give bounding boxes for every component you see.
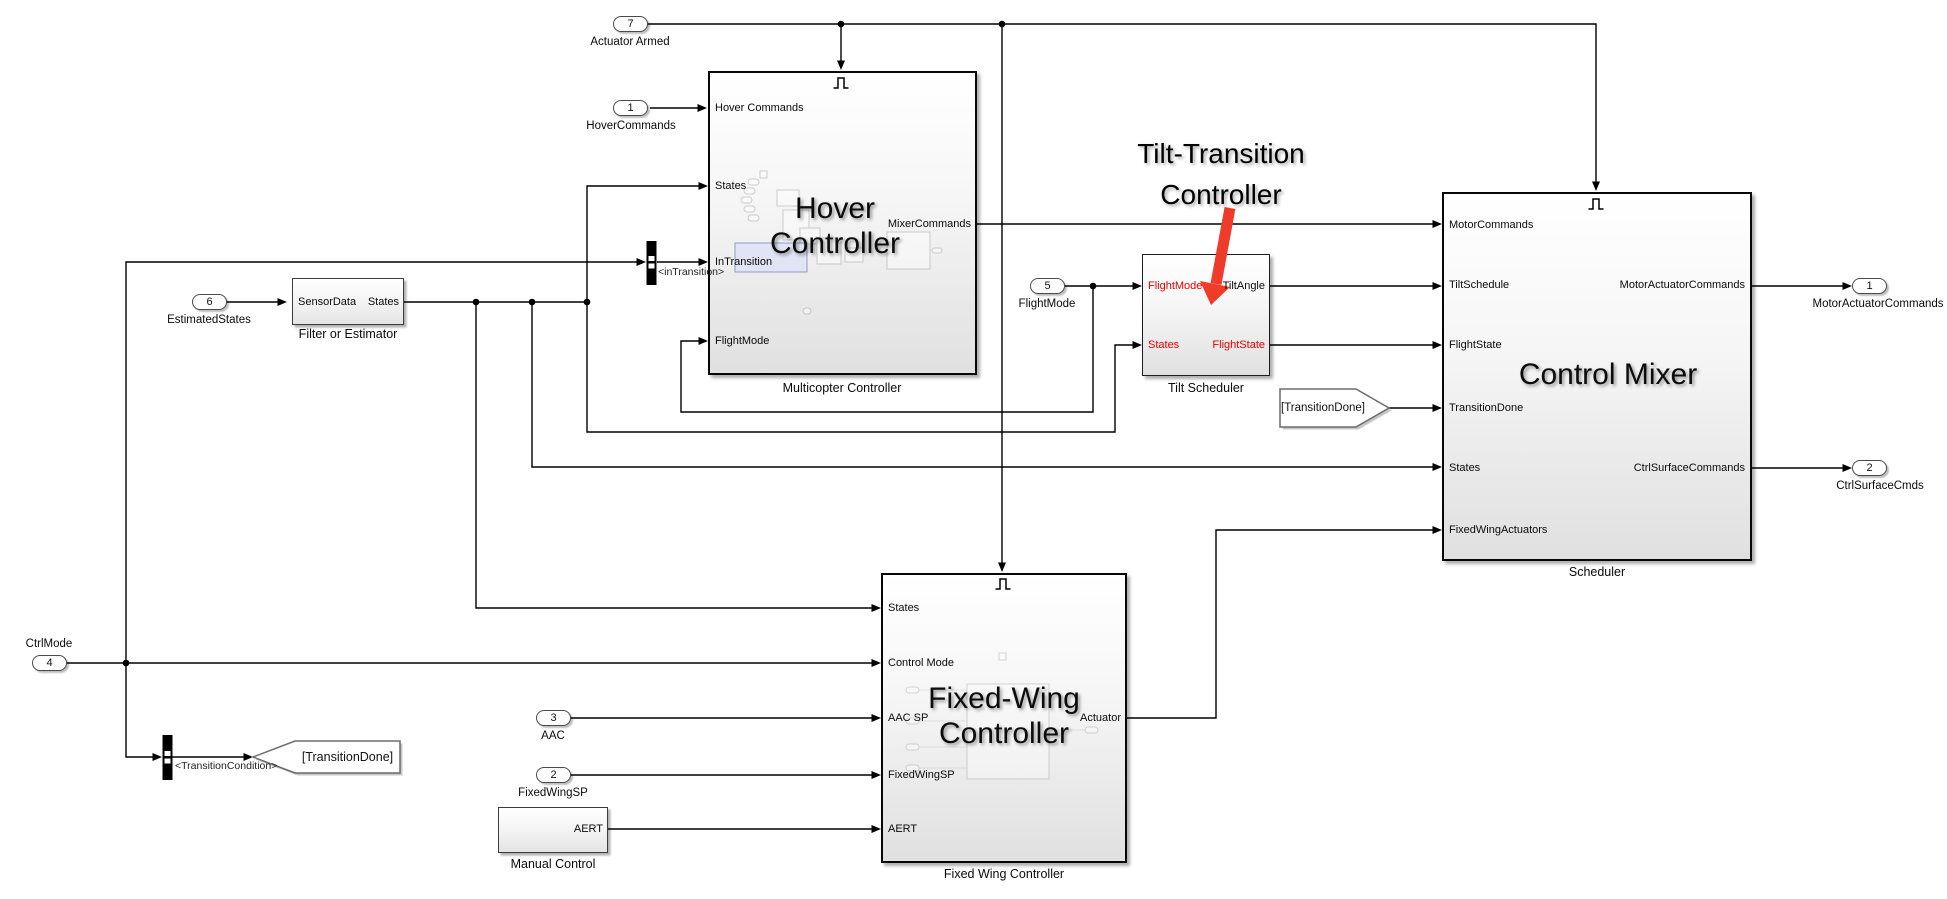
filter-or-estimator-block[interactable] [292,278,404,325]
signal-line [475,302,873,609]
tilt-port-tilt-angle: TiltAngle [1222,280,1265,292]
goto-tag-transition-done[interactable] [250,740,403,776]
signal-line [1127,529,1434,719]
tilt-block-name: Tilt Scheduler [1168,381,1244,395]
inport-1-label: HoverCommands [586,120,676,132]
signal-line [586,185,700,302]
inport-7-label: Actuator Armed [590,36,670,48]
fixed-wing-port-aert: AERT [888,823,918,835]
outport-2-number: 2 [1866,462,1873,474]
multicopter-port-hover-commands: Hover Commands [715,102,804,114]
multicopter-port-mixer-commands: MixerCommands [887,218,971,230]
inport-6-estimated-states[interactable]: 6 [192,294,227,310]
fixed-wing-big-line1: Fixed-Wing [928,682,1080,715]
mixer-block-name: Scheduler [1568,565,1626,579]
bus-selector-in-transition-icon[interactable] [646,241,657,285]
multicopter-big-line1: Hover [794,192,876,225]
inport-6-number: 6 [206,296,213,308]
inport-1-hover-commands[interactable]: 1 [613,100,648,116]
inport-4-number: 4 [46,657,53,669]
mixer-port-tilt-schedule: TiltSchedule [1449,279,1510,291]
inport-3-label: AAC [541,730,565,742]
bus-selector-transition-condition-icon[interactable] [162,735,173,780]
multicopter-big-line2: Controller [769,227,901,260]
inport-5-flight-mode[interactable]: 5 [1030,278,1065,294]
tilt-port-flight-state: FlightState [1212,339,1265,351]
inport-5-number: 5 [1044,280,1051,292]
filter-port-states: States [367,296,399,308]
mixer-big-label: Control Mixer [1518,358,1698,391]
inport-2-fixed-wing-sp[interactable]: 2 [536,767,571,783]
bus-selector-transition-condition-label: <TransitionCondition> [175,760,278,772]
mixer-port-fixed-wing-actuators: FixedWingActuators [1449,524,1548,536]
outport-2-label: CtrlSurfaceCmds [1836,480,1924,492]
signal-line [125,261,638,663]
inport-1-number: 1 [627,102,634,114]
signal-lines[interactable] [67,23,1844,830]
signal-line [531,302,1434,468]
tilt-scheduler-block[interactable] [1142,254,1270,376]
filter-block-name: Filter or Estimator [298,327,398,341]
inport-3-aac[interactable]: 3 [536,710,571,726]
signal-line [680,286,1094,413]
multicopter-block-name: Multicopter Controller [782,381,902,395]
fixed-wing-big-label: Fixed-Wing Controller [928,681,1080,751]
multicopter-controller-block[interactable] [708,71,977,375]
inport-6-label: EstimatedStates [167,314,251,326]
arrowheads [152,60,1852,833]
outport-2-ctrl-surface-cmds[interactable]: 2 [1852,460,1887,476]
fixed-wing-port-aac-sp: AAC SP [888,712,929,724]
scheduler-control-mixer-block[interactable] [1442,192,1752,561]
mixer-port-states: States [1449,462,1481,474]
mixer-port-motor-commands: MotorCommands [1449,219,1534,231]
outport-1-label: MotorActuatorCommands [1812,298,1944,310]
fixed-wing-big-line2: Controller [938,717,1070,750]
inport-4-ctrl-mode[interactable]: 4 [32,655,67,671]
inport-7-actuator-armed[interactable]: 7 [613,16,648,32]
mixer-port-motor-actuator-commands: MotorActuatorCommands [1619,279,1745,291]
mixer-port-ctrl-surface-commands: CtrlSurfaceCommands [1633,462,1745,474]
goto-tag-transition-done-label: [TransitionDone] [301,750,394,764]
inport-2-label: FixedWingSP [518,787,588,799]
tilt-transition-annotation: Tilt-Transition Controller [1137,133,1305,215]
fixed-wing-controller-block[interactable] [881,573,1127,863]
signal-line [125,663,154,758]
inport-7-number: 7 [627,18,634,30]
mixer-port-transition-done: TransitionDone [1449,402,1524,414]
multicopter-port-flight-mode: FlightMode [715,335,770,347]
fixed-wing-port-fixed-wing-sp: FixedWingSP [888,769,955,781]
multicopter-port-states: States [715,180,747,192]
fixed-wing-port-states: States [888,602,920,614]
signal-line [586,302,1134,433]
signal-line [648,23,1597,183]
junction-dots [122,20,1097,667]
inport-3-number: 3 [550,712,557,724]
from-tag-transition-done-label: [TransitionDone] [1281,402,1365,414]
bus-selector-in-transition-label: <inTransition> [658,266,725,278]
filter-port-sensor-data: SensorData [298,296,357,308]
mixer-port-flight-state: FlightState [1449,339,1502,351]
annotation-line2: Controller [1160,179,1282,210]
manual-control-block[interactable] [498,807,608,853]
outport-1-motor-actuator-commands[interactable]: 1 [1852,278,1887,294]
manual-block-name: Manual Control [510,857,596,871]
tilt-port-flight-mode: FlightMode [1148,280,1203,292]
fixed-wing-port-actuator: Actuator [1080,712,1121,724]
multicopter-big-label: Hover Controller [770,191,900,261]
tilt-port-states: States [1148,339,1180,351]
from-tag-transition-done[interactable] [1279,388,1392,430]
annotation-line1: Tilt-Transition [1137,138,1305,169]
fixed-wing-port-control-mode: Control Mode [888,657,955,669]
inport-5-label: FlightMode [1018,298,1076,310]
inport-4-label: CtrlMode [25,638,73,650]
manual-port-aert: AERT [573,823,603,835]
outport-1-number: 1 [1866,280,1873,292]
fixed-wing-block-name: Fixed Wing Controller [943,867,1065,881]
inport-2-number: 2 [550,769,557,781]
